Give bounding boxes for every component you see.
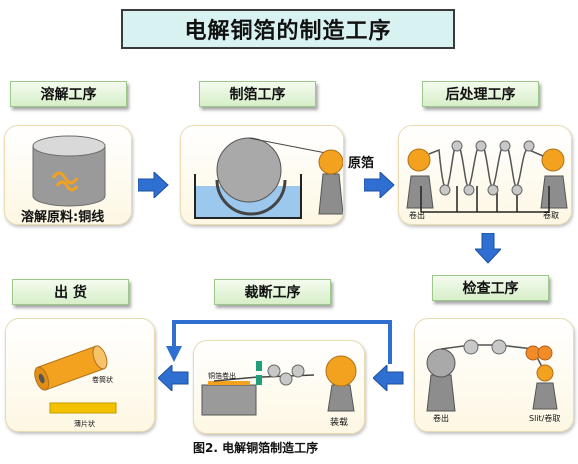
diagram-title: 电解铜箔的制造工序 bbox=[121, 9, 455, 49]
inspect-unwind-label: 卷出 bbox=[433, 414, 449, 423]
arrow-inspect-to-cut bbox=[373, 365, 404, 391]
figure-caption: 图2. 电解铜箔制造工序 bbox=[193, 441, 319, 455]
inspect-rewind-label: Slit/卷取 bbox=[529, 414, 561, 423]
stage-label-post: 后处理工序 bbox=[422, 81, 539, 107]
shipping-products-illustration bbox=[34, 345, 117, 414]
inspection-panel: 卷出 Slit/卷取 bbox=[414, 318, 574, 432]
arrow-post-to-inspect bbox=[475, 233, 501, 264]
arrow-foil-to-post bbox=[364, 172, 395, 198]
shipping-panel: 卷筒状 薄片状 bbox=[5, 318, 155, 432]
cut-unwind-label: 铜箔卷出 bbox=[208, 372, 236, 380]
post-treatment-line-illustration bbox=[406, 140, 568, 213]
stage-label-inspect: 检查工序 bbox=[432, 275, 549, 301]
dissolve-material-label: 溶解原料:铜线 bbox=[21, 210, 105, 225]
cutting-panel: 铜箔卷出 装载 bbox=[193, 340, 365, 434]
arrow-inspect-loop-to-ship bbox=[166, 320, 392, 364]
post-unwind-label: 卷出 bbox=[409, 211, 425, 220]
stage-label-foil: 制箔工序 bbox=[199, 81, 316, 107]
arrow-cut-to-ship bbox=[158, 365, 189, 391]
foil-panel bbox=[180, 125, 344, 225]
cutting-line-illustration bbox=[201, 355, 357, 416]
post-rewind-label: 卷取 bbox=[543, 211, 559, 220]
stage-label-dissolve: 溶解工序 bbox=[10, 81, 127, 107]
cut-stack-label: 装载 bbox=[330, 418, 349, 428]
post-treatment-panel: 卷出 卷取 bbox=[398, 125, 572, 225]
stage-label-cut: 裁断工序 bbox=[214, 279, 331, 305]
stage-label-ship: 出 货 bbox=[12, 279, 129, 305]
roll-form-label: 卷筒状 bbox=[92, 376, 113, 384]
raw-foil-label: 原箔 bbox=[348, 156, 375, 171]
dissolve-tank-illustration bbox=[32, 135, 106, 207]
inspection-line-illustration bbox=[426, 339, 558, 412]
arrow-dissolve-to-foil bbox=[138, 172, 169, 198]
sheet-form-label: 薄片状 bbox=[74, 420, 95, 428]
electroforming-drum-illustration bbox=[194, 137, 343, 219]
dissolve-panel: 溶解原料:铜线 bbox=[4, 125, 132, 225]
